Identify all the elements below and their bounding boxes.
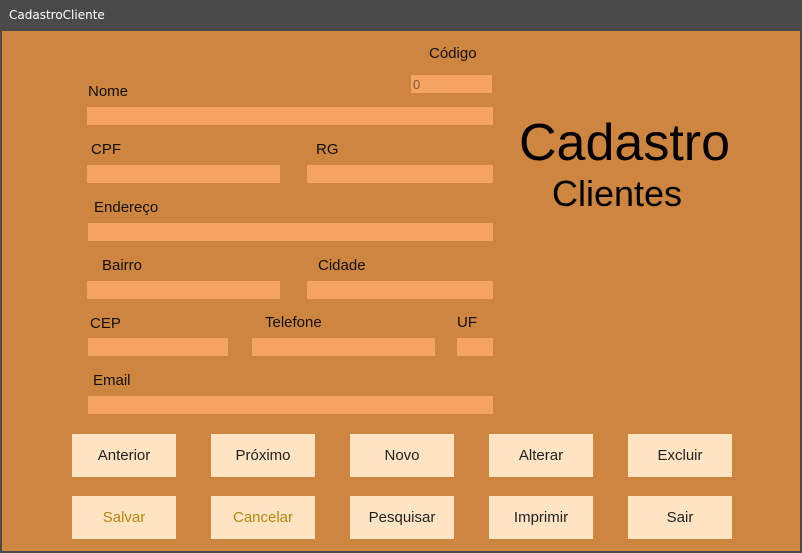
endereco-field[interactable]	[88, 223, 493, 241]
nome-label: Nome	[88, 83, 129, 100]
header-title-line1: Cadastro	[519, 114, 730, 172]
telefone-label: Telefone	[265, 314, 322, 331]
alterar-button[interactable]: Alterar	[489, 434, 593, 477]
nome-field[interactable]	[87, 107, 493, 125]
proximo-button[interactable]: Próximo	[211, 434, 315, 477]
novo-button[interactable]: Novo	[350, 434, 454, 477]
anterior-button[interactable]: Anterior	[72, 434, 176, 477]
bairro-label: Bairro	[102, 257, 143, 274]
email-field[interactable]	[88, 396, 493, 414]
form-panel: Código Nome CPF RG Endereço Bairro Cidad…	[2, 31, 800, 551]
uf-field[interactable]	[457, 338, 493, 356]
cep-field[interactable]	[88, 338, 228, 356]
codigo-field[interactable]	[411, 75, 492, 93]
telefone-field[interactable]	[252, 338, 435, 356]
rg-label: RG	[316, 141, 339, 158]
email-label: Email	[93, 372, 131, 389]
header-title-line2: Clientes	[552, 173, 683, 214]
codigo-label: Código	[429, 45, 477, 62]
cidade-label: Cidade	[318, 257, 366, 274]
cep-label: CEP	[90, 315, 121, 332]
window-title: CadastroCliente	[9, 8, 105, 22]
cancelar-button[interactable]: Cancelar	[211, 496, 315, 539]
uf-label: UF	[457, 314, 477, 331]
endereco-label: Endereço	[94, 199, 159, 216]
salvar-button[interactable]: Salvar	[72, 496, 176, 539]
cidade-field[interactable]	[307, 281, 493, 299]
cpf-field[interactable]	[87, 165, 280, 183]
sair-button[interactable]: Sair	[628, 496, 732, 539]
rg-field[interactable]	[307, 165, 493, 183]
bairro-field[interactable]	[87, 281, 280, 299]
pesquisar-button[interactable]: Pesquisar	[350, 496, 454, 539]
imprimir-button[interactable]: Imprimir	[489, 496, 593, 539]
excluir-button[interactable]: Excluir	[628, 434, 732, 477]
cpf-label: CPF	[91, 141, 121, 158]
title-bar[interactable]: CadastroCliente	[0, 0, 802, 31]
